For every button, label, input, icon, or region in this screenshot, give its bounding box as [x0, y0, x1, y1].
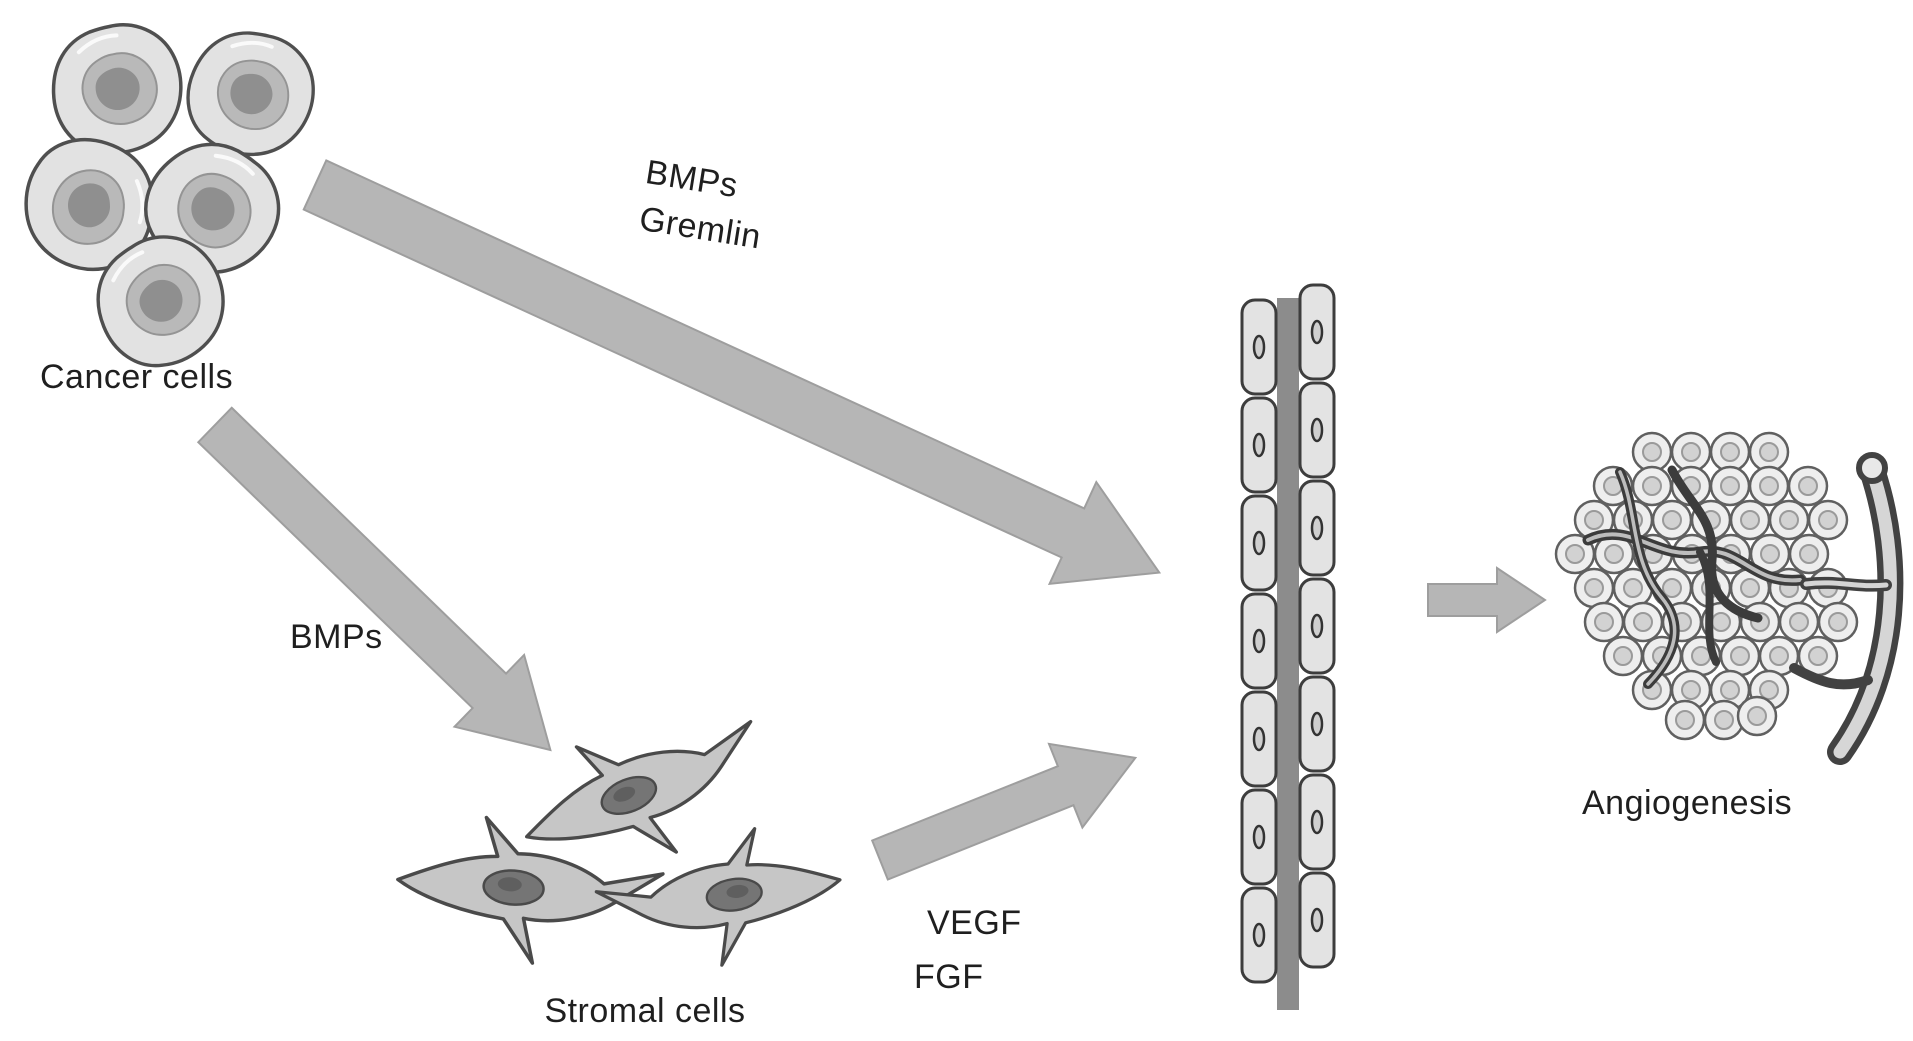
sprouting-vessels — [1582, 465, 1806, 689]
vessel-lumen — [1277, 298, 1299, 1010]
arrow-cancer-to-vessel — [302, 159, 1162, 586]
stromal-cells-label: Stromal cells — [544, 992, 745, 1030]
edge-label-vegf: VEGF — [927, 904, 1022, 942]
arrow-stromal-to-vessel — [870, 742, 1138, 881]
angiogenesis-label: Angiogenesis — [1582, 784, 1792, 822]
edge-label-bmps-gremlin: BMPs Gremlin — [637, 153, 764, 257]
cancer-cells-label: Cancer cells — [40, 358, 233, 396]
bmps-gremlin-line2: Gremlin — [637, 200, 764, 257]
edge-label-bmps-left: BMPs — [290, 618, 383, 656]
feeding-vessel-trunk — [1789, 452, 1904, 765]
arrow-vessel-to-angiogenesis — [1427, 566, 1547, 634]
edge-label-fgf: FGF — [914, 958, 983, 996]
cancer-cells-illustration — [13, 13, 328, 389]
blood-vessel-illustration — [1240, 283, 1336, 1010]
arrow-cancer-to-stromal — [196, 406, 552, 752]
bmps-gremlin-line1: BMPs — [643, 153, 740, 205]
angiogenesis-illustration — [1554, 431, 1904, 765]
